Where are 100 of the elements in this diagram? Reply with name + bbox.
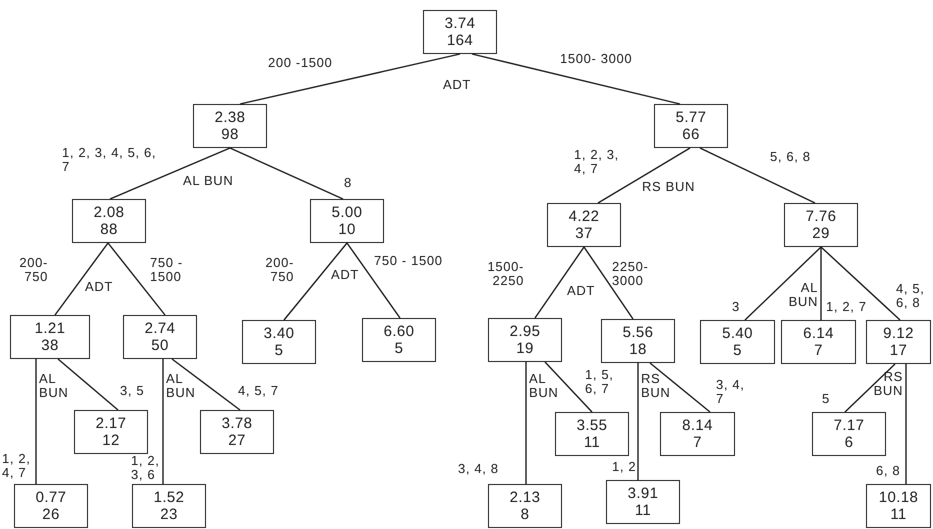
mean-value: 7.17 bbox=[834, 417, 864, 434]
sample-count: 50 bbox=[151, 337, 169, 354]
branch-line bbox=[35, 359, 37, 484]
edge-label: 750 - 1500 bbox=[150, 256, 184, 284]
sample-count: 23 bbox=[160, 506, 178, 523]
mean-value: 4.22 bbox=[568, 208, 600, 225]
edge-label: 3 bbox=[732, 300, 740, 314]
branch-line bbox=[844, 364, 896, 412]
node-box bbox=[654, 104, 728, 148]
branch-line bbox=[230, 147, 344, 200]
branch-line bbox=[534, 246, 585, 318]
sample-count: 98 bbox=[221, 126, 239, 143]
sample-count: 11 bbox=[890, 506, 907, 523]
sample-count: 11 bbox=[584, 434, 600, 451]
edge-label: 1500- 2250 bbox=[486, 260, 524, 288]
sample-count: 5 bbox=[274, 342, 284, 359]
sample-count: 37 bbox=[575, 225, 593, 242]
node-box bbox=[660, 412, 735, 456]
branch-line bbox=[820, 246, 900, 321]
edge-label: 4, 5, 7 bbox=[238, 384, 279, 398]
mean-value: 3.40 bbox=[264, 325, 294, 342]
split-variable-label: RS BUN bbox=[642, 180, 696, 194]
sample-count: 5 bbox=[733, 342, 742, 359]
node-box bbox=[601, 319, 675, 363]
branch-line bbox=[700, 147, 816, 204]
edge-label: 6, 8 bbox=[876, 464, 900, 478]
sample-count: 5 bbox=[394, 340, 404, 357]
mean-value: 2.74 bbox=[144, 320, 176, 337]
edge-label: 1, 2, 3, 6 bbox=[131, 454, 161, 482]
split-variable-label: AL BUN bbox=[183, 174, 234, 188]
edge-label: 1, 2, 7 bbox=[826, 300, 867, 314]
branch-line bbox=[240, 53, 460, 105]
sample-count: 7 bbox=[814, 342, 823, 359]
split-variable-label: ADT bbox=[443, 78, 471, 92]
split-variable-label: AL BUN bbox=[788, 281, 818, 309]
node-box bbox=[781, 320, 856, 364]
sample-count: 66 bbox=[682, 126, 700, 143]
sample-count: 12 bbox=[102, 432, 120, 449]
mean-value: 3.91 bbox=[628, 485, 658, 502]
branch-line bbox=[58, 358, 118, 411]
split-variable-label: AL BUN bbox=[166, 372, 196, 400]
node-box bbox=[488, 484, 562, 528]
branch-line bbox=[650, 362, 710, 413]
edge-label: 5 bbox=[822, 392, 830, 406]
sample-count: 17 bbox=[890, 342, 908, 359]
edge-label: 1, 2 bbox=[612, 460, 636, 474]
edge-label: 3, 4, 7 bbox=[716, 378, 746, 406]
sample-count: 10 bbox=[338, 221, 356, 238]
edge-label: 200 -1500 bbox=[268, 56, 332, 70]
edge-label: 1, 2, 3, 4, 7 bbox=[574, 148, 620, 176]
node-box bbox=[547, 203, 621, 247]
mean-value: 2.95 bbox=[510, 323, 540, 340]
mean-value: 7.76 bbox=[806, 208, 836, 225]
node-box bbox=[74, 410, 148, 454]
mean-value: 8.14 bbox=[682, 417, 713, 434]
split-variable-label: ADT bbox=[331, 268, 359, 282]
mean-value: 5.56 bbox=[622, 324, 654, 341]
mean-value: 5.77 bbox=[676, 109, 706, 126]
mean-value: 6.14 bbox=[803, 325, 834, 342]
sample-count: 38 bbox=[41, 337, 59, 354]
mean-value: 9.12 bbox=[883, 325, 914, 342]
mean-value: 3.74 bbox=[444, 15, 476, 32]
branch-line bbox=[162, 359, 164, 484]
mean-value: 2.13 bbox=[510, 489, 540, 506]
branch-line bbox=[472, 53, 680, 105]
node-box bbox=[555, 412, 629, 456]
branch-line bbox=[820, 247, 822, 320]
mean-value: 1.21 bbox=[34, 320, 66, 337]
edge-label: 2250- 3000 bbox=[612, 260, 650, 288]
node-box bbox=[310, 199, 384, 243]
edge-label: 5, 6, 8 bbox=[770, 150, 811, 164]
edge-label: 200- 750 bbox=[18, 256, 48, 284]
branch-line bbox=[54, 242, 109, 316]
split-variable-label: ADT bbox=[85, 280, 113, 294]
branch-line bbox=[583, 246, 634, 320]
edge-label: 1500- 3000 bbox=[560, 52, 632, 66]
node-box bbox=[784, 203, 858, 247]
sample-count: 29 bbox=[812, 225, 830, 242]
branch-line bbox=[110, 147, 230, 200]
mean-value: 2.38 bbox=[214, 109, 246, 126]
node-box bbox=[72, 199, 146, 243]
edge-label: 3, 4, 8 bbox=[458, 462, 499, 476]
split-variable-label: ADT bbox=[567, 284, 595, 298]
edge-label: 8 bbox=[344, 176, 352, 190]
node-box bbox=[123, 315, 197, 359]
branch-line bbox=[107, 242, 166, 316]
node-box bbox=[866, 320, 931, 364]
node-box bbox=[606, 480, 680, 524]
split-variable-label: AL BUN bbox=[529, 372, 559, 400]
edge-label: 1, 2, 3, 4, 5, 6, 7 bbox=[62, 146, 158, 174]
mean-value: 10.18 bbox=[878, 489, 918, 506]
node-box bbox=[200, 410, 274, 454]
branch-line bbox=[525, 362, 527, 484]
node-box bbox=[362, 318, 436, 362]
node-box bbox=[812, 412, 886, 456]
node-box bbox=[700, 320, 775, 364]
mean-value: 5.00 bbox=[332, 204, 362, 221]
sample-count: 164 bbox=[446, 32, 474, 49]
sample-count: 7 bbox=[693, 434, 702, 451]
mean-value: 3.78 bbox=[222, 415, 252, 432]
